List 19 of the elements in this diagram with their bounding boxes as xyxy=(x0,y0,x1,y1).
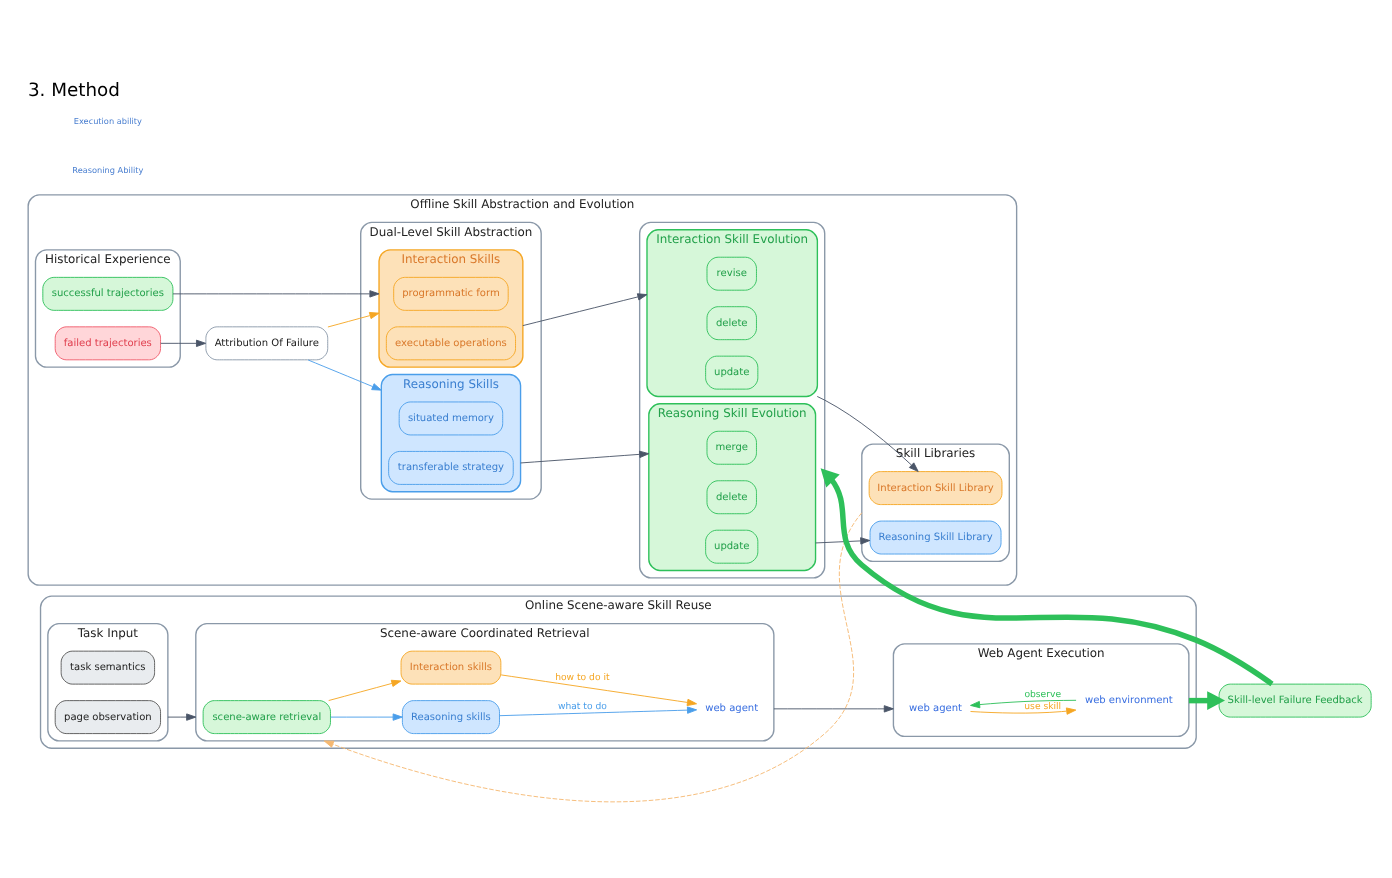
arrow xyxy=(307,358,382,390)
arrow xyxy=(328,678,402,700)
arrow xyxy=(172,289,380,297)
arrow xyxy=(970,706,1077,714)
arrow xyxy=(327,310,380,327)
arrow xyxy=(816,395,919,471)
arrow xyxy=(970,698,1077,708)
diagram-title: 3. Method xyxy=(27,78,120,101)
arrow xyxy=(499,705,698,716)
arrow xyxy=(1188,690,1225,709)
arrow xyxy=(330,712,403,720)
arrow xyxy=(520,449,650,463)
arrow xyxy=(500,673,698,706)
arrow xyxy=(773,704,894,712)
arrow xyxy=(160,338,207,346)
arrow xyxy=(323,511,863,802)
arrow xyxy=(815,536,871,544)
arrow xyxy=(167,712,197,720)
arrow xyxy=(522,292,648,326)
